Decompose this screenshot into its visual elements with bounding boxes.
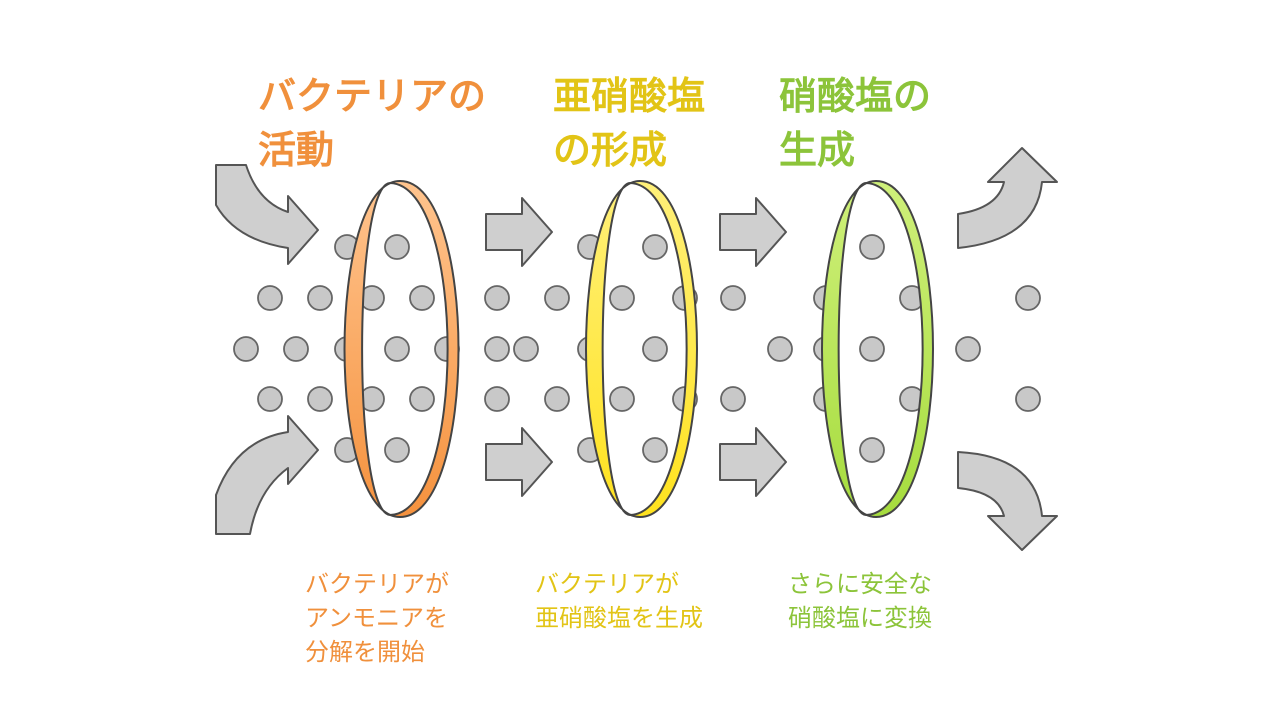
outgoing-top-curved-arrow: [957, 147, 1058, 249]
particle: [384, 234, 410, 260]
particle: [257, 285, 283, 311]
arrow-stage1-to-stage2-bottom: [485, 427, 553, 497]
particle: [484, 285, 510, 311]
stage-1-title: バクテリアの 活動: [258, 74, 487, 172]
particle: [544, 386, 570, 412]
stage-3-description: さらに安全な 硝酸塩に変換: [788, 570, 932, 632]
arrow-stage1-to-stage2-top: [485, 197, 553, 267]
particle: [283, 336, 309, 362]
particle: [409, 285, 435, 311]
arrows-group: [215, 147, 1058, 551]
stage-2-title: 亜硝酸塩 の形成: [553, 74, 706, 172]
rings-group: [343, 179, 934, 519]
particle: [859, 234, 885, 260]
stage-3-title: 硝酸塩の 生成: [779, 74, 932, 172]
particle: [384, 336, 410, 362]
stage-1-ring: [343, 179, 460, 519]
particle: [720, 386, 746, 412]
particle: [484, 336, 510, 362]
particle: [513, 336, 539, 362]
arrow-stage2-to-stage3-bottom: [719, 427, 787, 497]
particle: [642, 437, 668, 463]
particle: [642, 336, 668, 362]
particle: [720, 285, 746, 311]
particle: [409, 386, 435, 412]
particle: [307, 386, 333, 412]
outgoing-bottom-curved-arrow: [957, 451, 1058, 551]
particle: [384, 437, 410, 463]
stage-2-ring: [585, 179, 698, 519]
particle: [859, 437, 885, 463]
arrow-stage2-to-stage3-top: [719, 197, 787, 267]
stage-3-ring: [821, 179, 934, 519]
particle: [955, 336, 981, 362]
particle: [257, 386, 283, 412]
particle: [307, 285, 333, 311]
particle: [767, 336, 793, 362]
incoming-bottom-curved-arrow: [215, 415, 319, 535]
particle: [859, 336, 885, 362]
particle: [609, 386, 635, 412]
particle: [544, 285, 570, 311]
stage-1-description: バクテリアが アンモニアを 分解を開始: [305, 570, 449, 666]
particle: [1015, 285, 1041, 311]
particle: [642, 234, 668, 260]
particles-group: [233, 234, 1041, 463]
particle: [1015, 386, 1041, 412]
particle: [484, 386, 510, 412]
stage-2-description: バクテリアが 亜硝酸塩を生成: [535, 570, 703, 632]
particle: [609, 285, 635, 311]
particle: [233, 336, 259, 362]
incoming-top-curved-arrow: [215, 164, 319, 265]
